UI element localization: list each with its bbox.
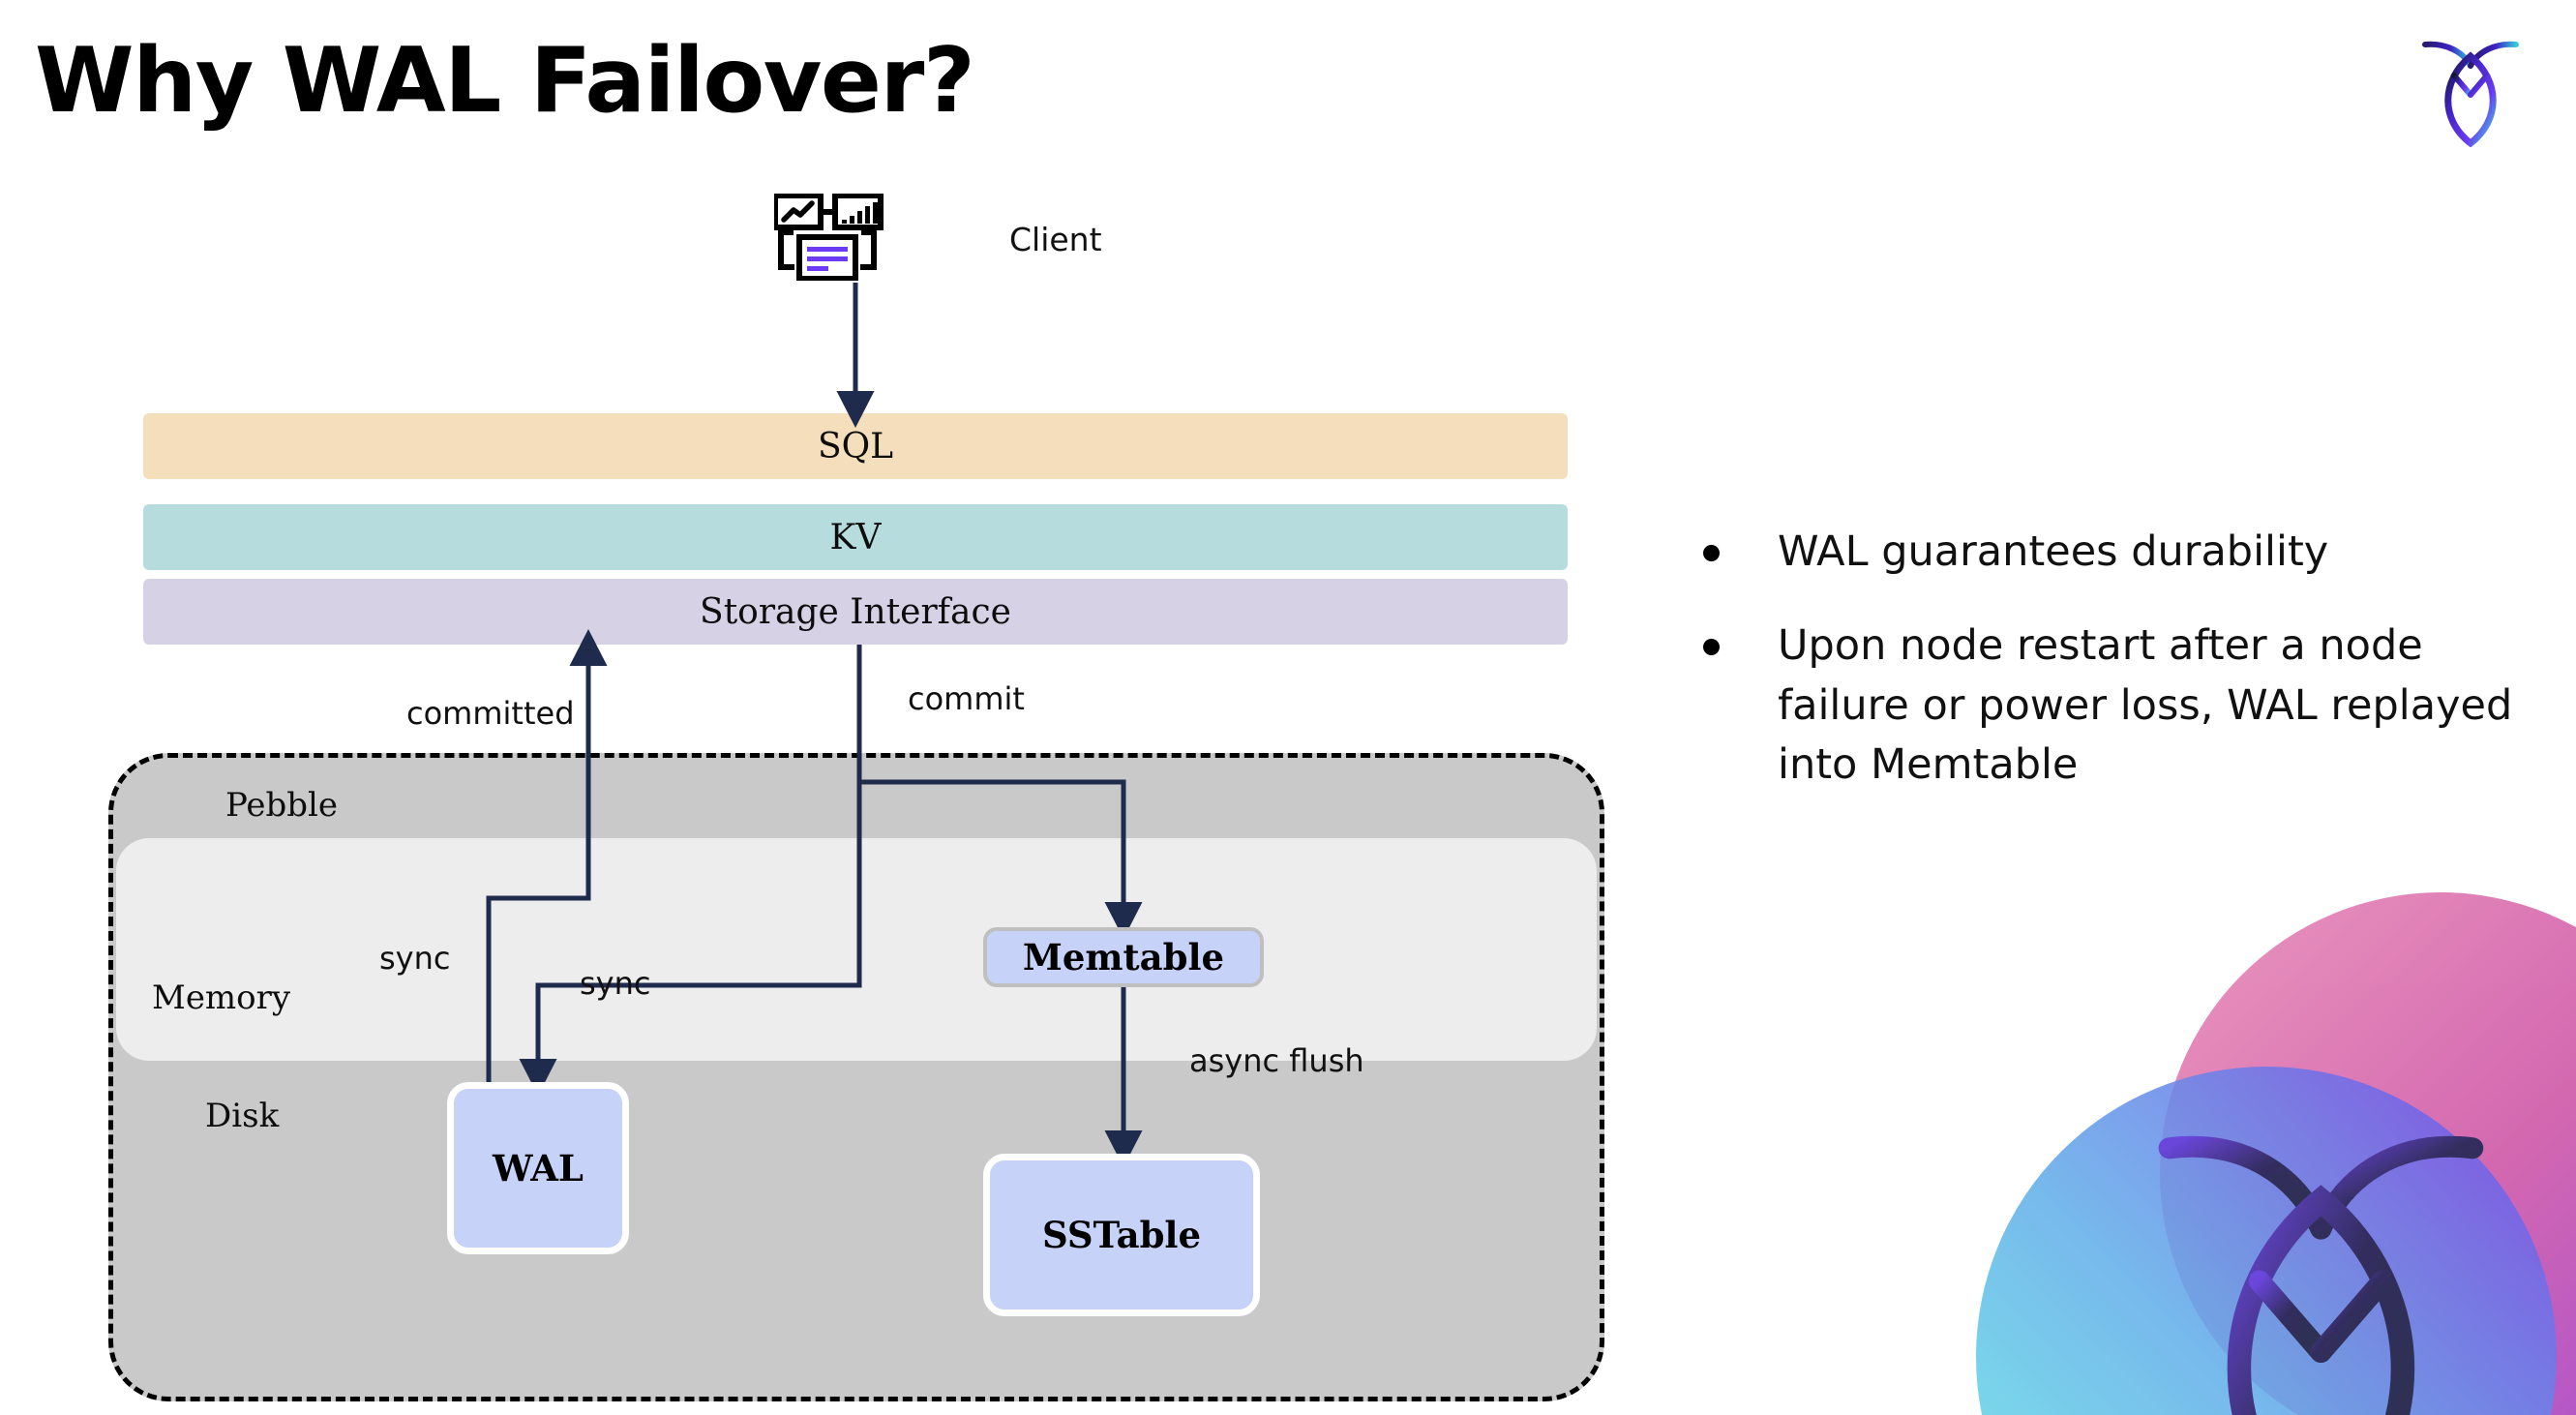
layer-label-sql: SQL xyxy=(817,426,894,467)
node-sstable: SSTable xyxy=(983,1154,1260,1316)
list-item: Upon node restart after a node failure o… xyxy=(1703,617,2535,795)
node-wal: WAL xyxy=(447,1082,629,1254)
page-title: Why WAL Failover? xyxy=(35,28,975,133)
node-label-wal: WAL xyxy=(493,1147,584,1189)
bullet-dot-icon xyxy=(1703,545,1720,561)
layer-label-storage-interface: Storage Interface xyxy=(700,591,1011,632)
cockroachdb-logo-icon xyxy=(2417,31,2524,148)
edge-label-committed: committed xyxy=(406,695,575,732)
list-item: WAL guarantees durability xyxy=(1703,523,2535,582)
edge-label-async-flush: async flush xyxy=(1189,1042,1364,1079)
bullet-list: WAL guarantees durability Upon node rest… xyxy=(1703,523,2535,830)
edge-label-sync-left: sync xyxy=(379,940,451,977)
node-label-memtable: Memtable xyxy=(1022,936,1225,978)
layer-label-kv: KV xyxy=(829,517,882,557)
node-label-sstable: SSTable xyxy=(1041,1214,1202,1256)
edge-label-sync-right: sync xyxy=(580,965,651,1002)
gradient-circles-decor xyxy=(1860,873,2576,1415)
disk-label: Disk xyxy=(205,1097,280,1135)
memory-label: Memory xyxy=(152,978,291,1017)
client-dashboard-icon xyxy=(772,193,929,282)
pebble-label: Pebble xyxy=(225,786,338,825)
layer-bar-storage-interface: Storage Interface xyxy=(143,579,1568,645)
bullet-text: WAL guarantees durability xyxy=(1778,527,2329,576)
memory-zone xyxy=(116,838,1597,1061)
bullet-dot-icon xyxy=(1703,639,1720,656)
bullet-text: Upon node restart after a node failure o… xyxy=(1778,621,2513,790)
node-memtable: Memtable xyxy=(983,927,1264,987)
layer-bar-sql: SQL xyxy=(143,413,1568,479)
edge-label-commit: commit xyxy=(908,680,1025,717)
layer-bar-kv: KV xyxy=(143,504,1568,570)
client-label: Client xyxy=(1009,221,1102,258)
